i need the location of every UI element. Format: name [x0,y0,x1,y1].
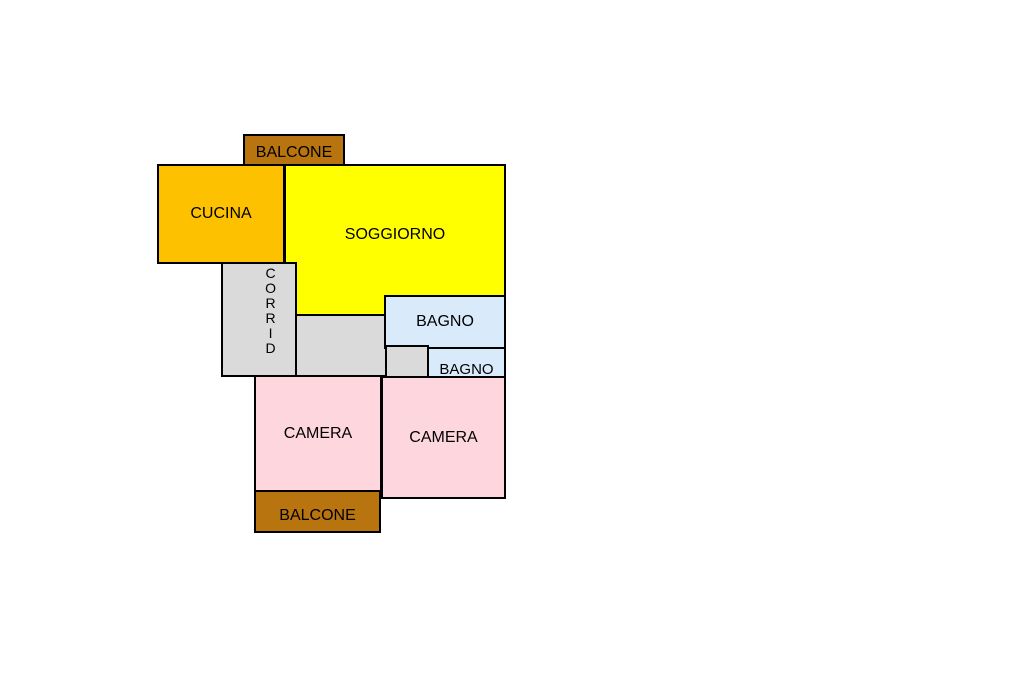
soggiorno-room: SOGGIORNO [284,164,506,316]
bagno-2-label: BAGNO [439,361,494,378]
corridoio-vertical-label: C O R R I D [265,266,276,356]
balcone-top-label: BALCONE [255,144,333,161]
balcone-bottom-room: BALCONE [254,490,381,533]
balcone-bottom-label: BALCONE [279,507,356,524]
ripostiglio-room [385,345,429,380]
corridoio-letter: R [265,310,276,326]
corridoio-letter: D [265,340,276,356]
bagno-room-2: BAGNO [427,347,506,380]
cucina-room: CUCINA [157,164,285,264]
corridoio-letter: O [265,280,276,296]
camera-room-2: CAMERA [381,376,506,499]
camera-room-1: CAMERA [254,375,382,493]
camera-2-label: CAMERA [409,428,478,446]
corridoio-letter: I [268,325,273,341]
bagno-1-label: BAGNO [416,313,474,330]
cucina-label: CUCINA [190,205,252,222]
soggiorno-label: SOGGIORNO [344,226,446,243]
corridoio-letter: C [265,265,276,281]
balcone-top-room: BALCONE [243,134,345,166]
bagno-room-1: BAGNO [384,295,506,349]
corridoio-letter: R [265,295,276,311]
disimpegno-room [295,314,387,377]
corridoio-room: C O R R I D [221,262,297,377]
camera-1-label: CAMERA [283,425,353,442]
